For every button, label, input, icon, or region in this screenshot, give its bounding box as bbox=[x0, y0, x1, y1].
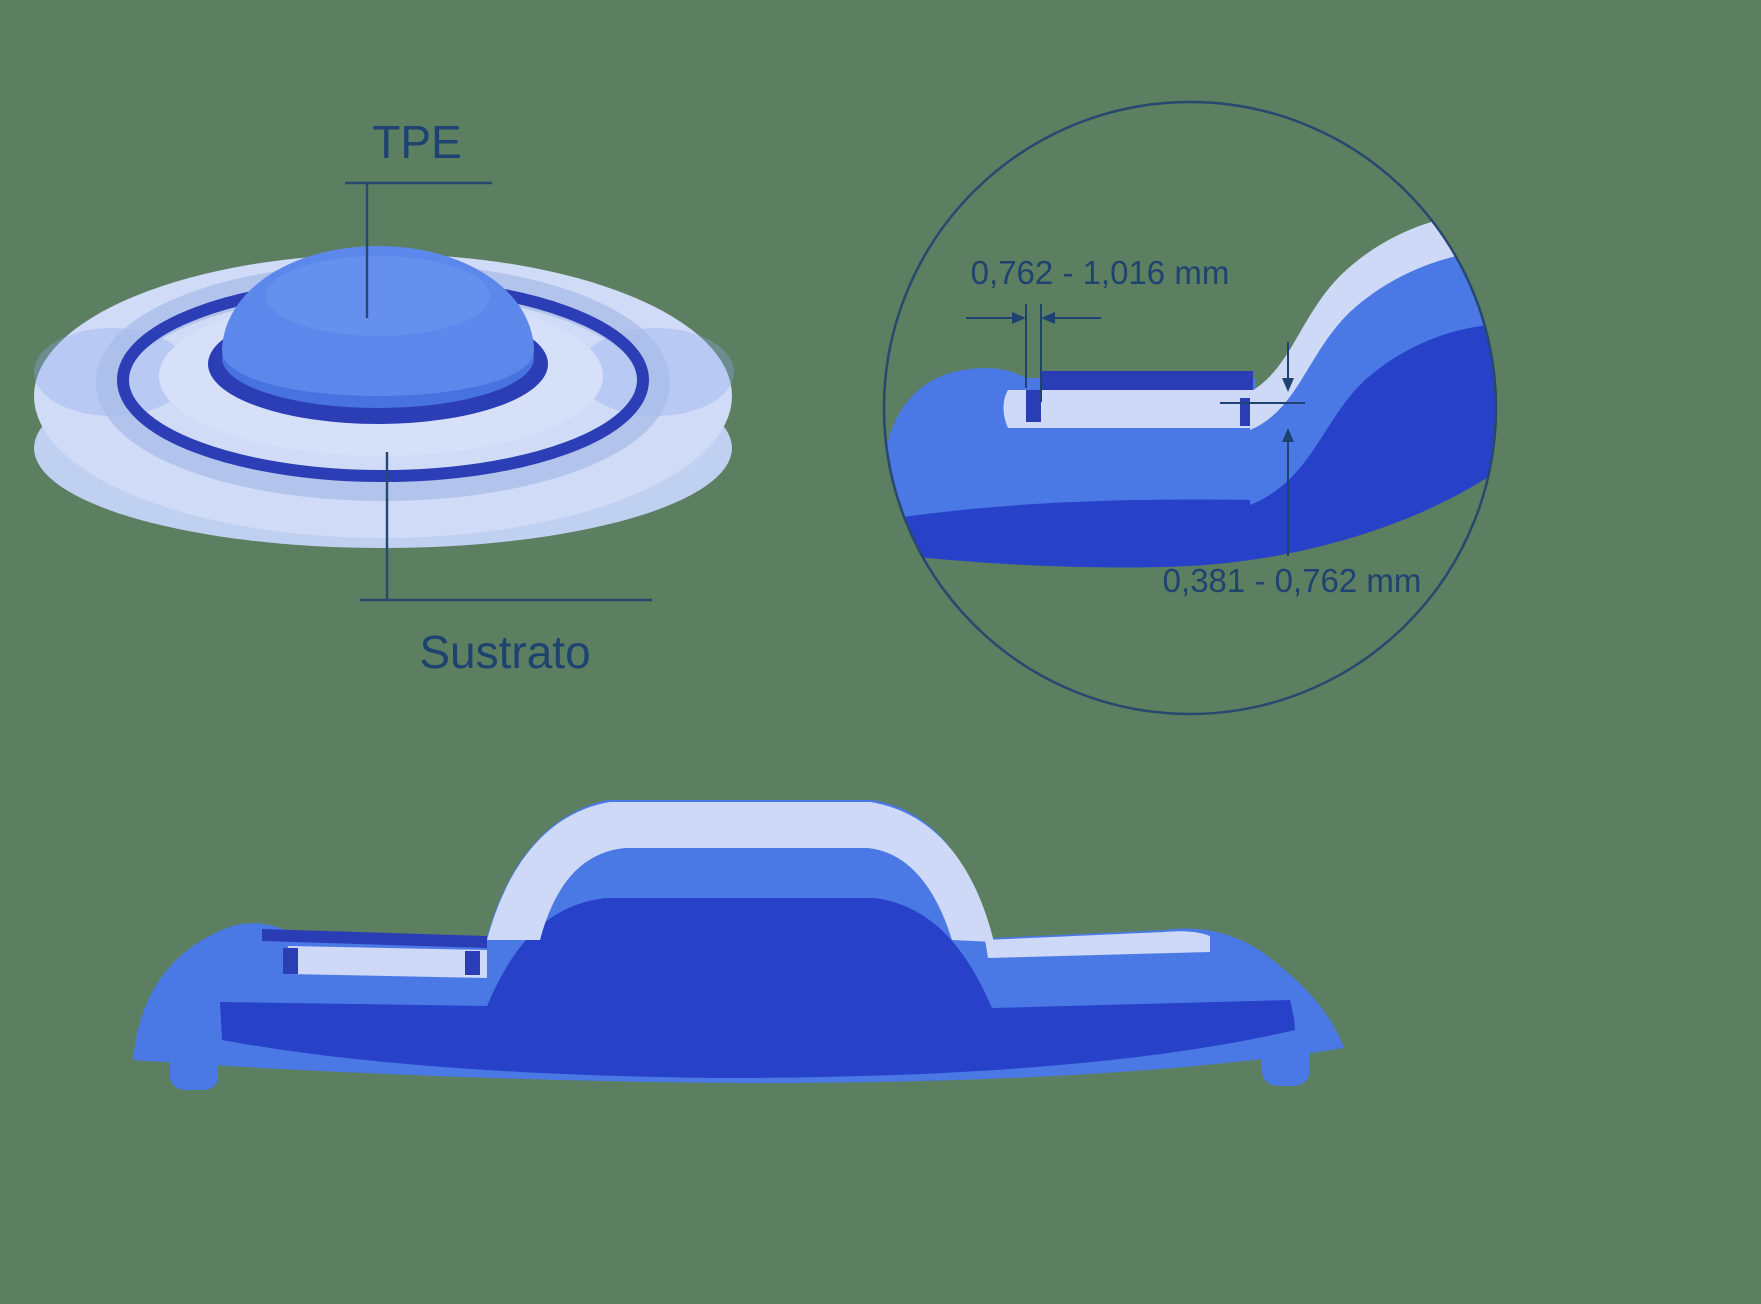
tpe-label: TPE bbox=[372, 116, 461, 168]
sustrato-label: Sustrato bbox=[419, 626, 590, 678]
arrow-right-icon bbox=[1012, 312, 1026, 324]
detail-tpe-layer bbox=[1003, 390, 1253, 428]
dimension-bottom-label: 0,381 - 0,762 mm bbox=[1163, 562, 1422, 599]
dimension-top-label: 0,762 - 1,016 mm bbox=[971, 254, 1230, 291]
section-groove-left bbox=[283, 948, 298, 974]
dome-highlight bbox=[266, 256, 490, 336]
detail-view: 0,762 - 1,016 mm 0,381 - 0,762 mm bbox=[882, 100, 1498, 716]
cross-section-view bbox=[133, 800, 1344, 1090]
magnifier-circle bbox=[882, 100, 1498, 716]
section-tpe-dome-cap bbox=[487, 802, 994, 942]
dimension-bottom: 0,381 - 0,762 mm bbox=[1163, 342, 1422, 599]
dimension-top: 0,762 - 1,016 mm bbox=[966, 254, 1229, 402]
arrow-up-icon bbox=[1282, 428, 1294, 442]
arrow-down-icon bbox=[1282, 378, 1294, 392]
isometric-view: TPE Sustrato bbox=[34, 116, 734, 678]
detail-groove-left bbox=[1026, 390, 1041, 422]
section-top-skin bbox=[262, 929, 487, 948]
section-tpe-layer-left bbox=[288, 946, 487, 978]
section-tpe-layer-right bbox=[985, 931, 1210, 958]
section-groove-right bbox=[465, 951, 480, 975]
arrow-left-icon bbox=[1041, 312, 1055, 324]
detail-top-skin bbox=[1042, 371, 1253, 390]
detail-underside-cutout bbox=[884, 464, 1496, 714]
section-dark-interior bbox=[220, 898, 1295, 1078]
